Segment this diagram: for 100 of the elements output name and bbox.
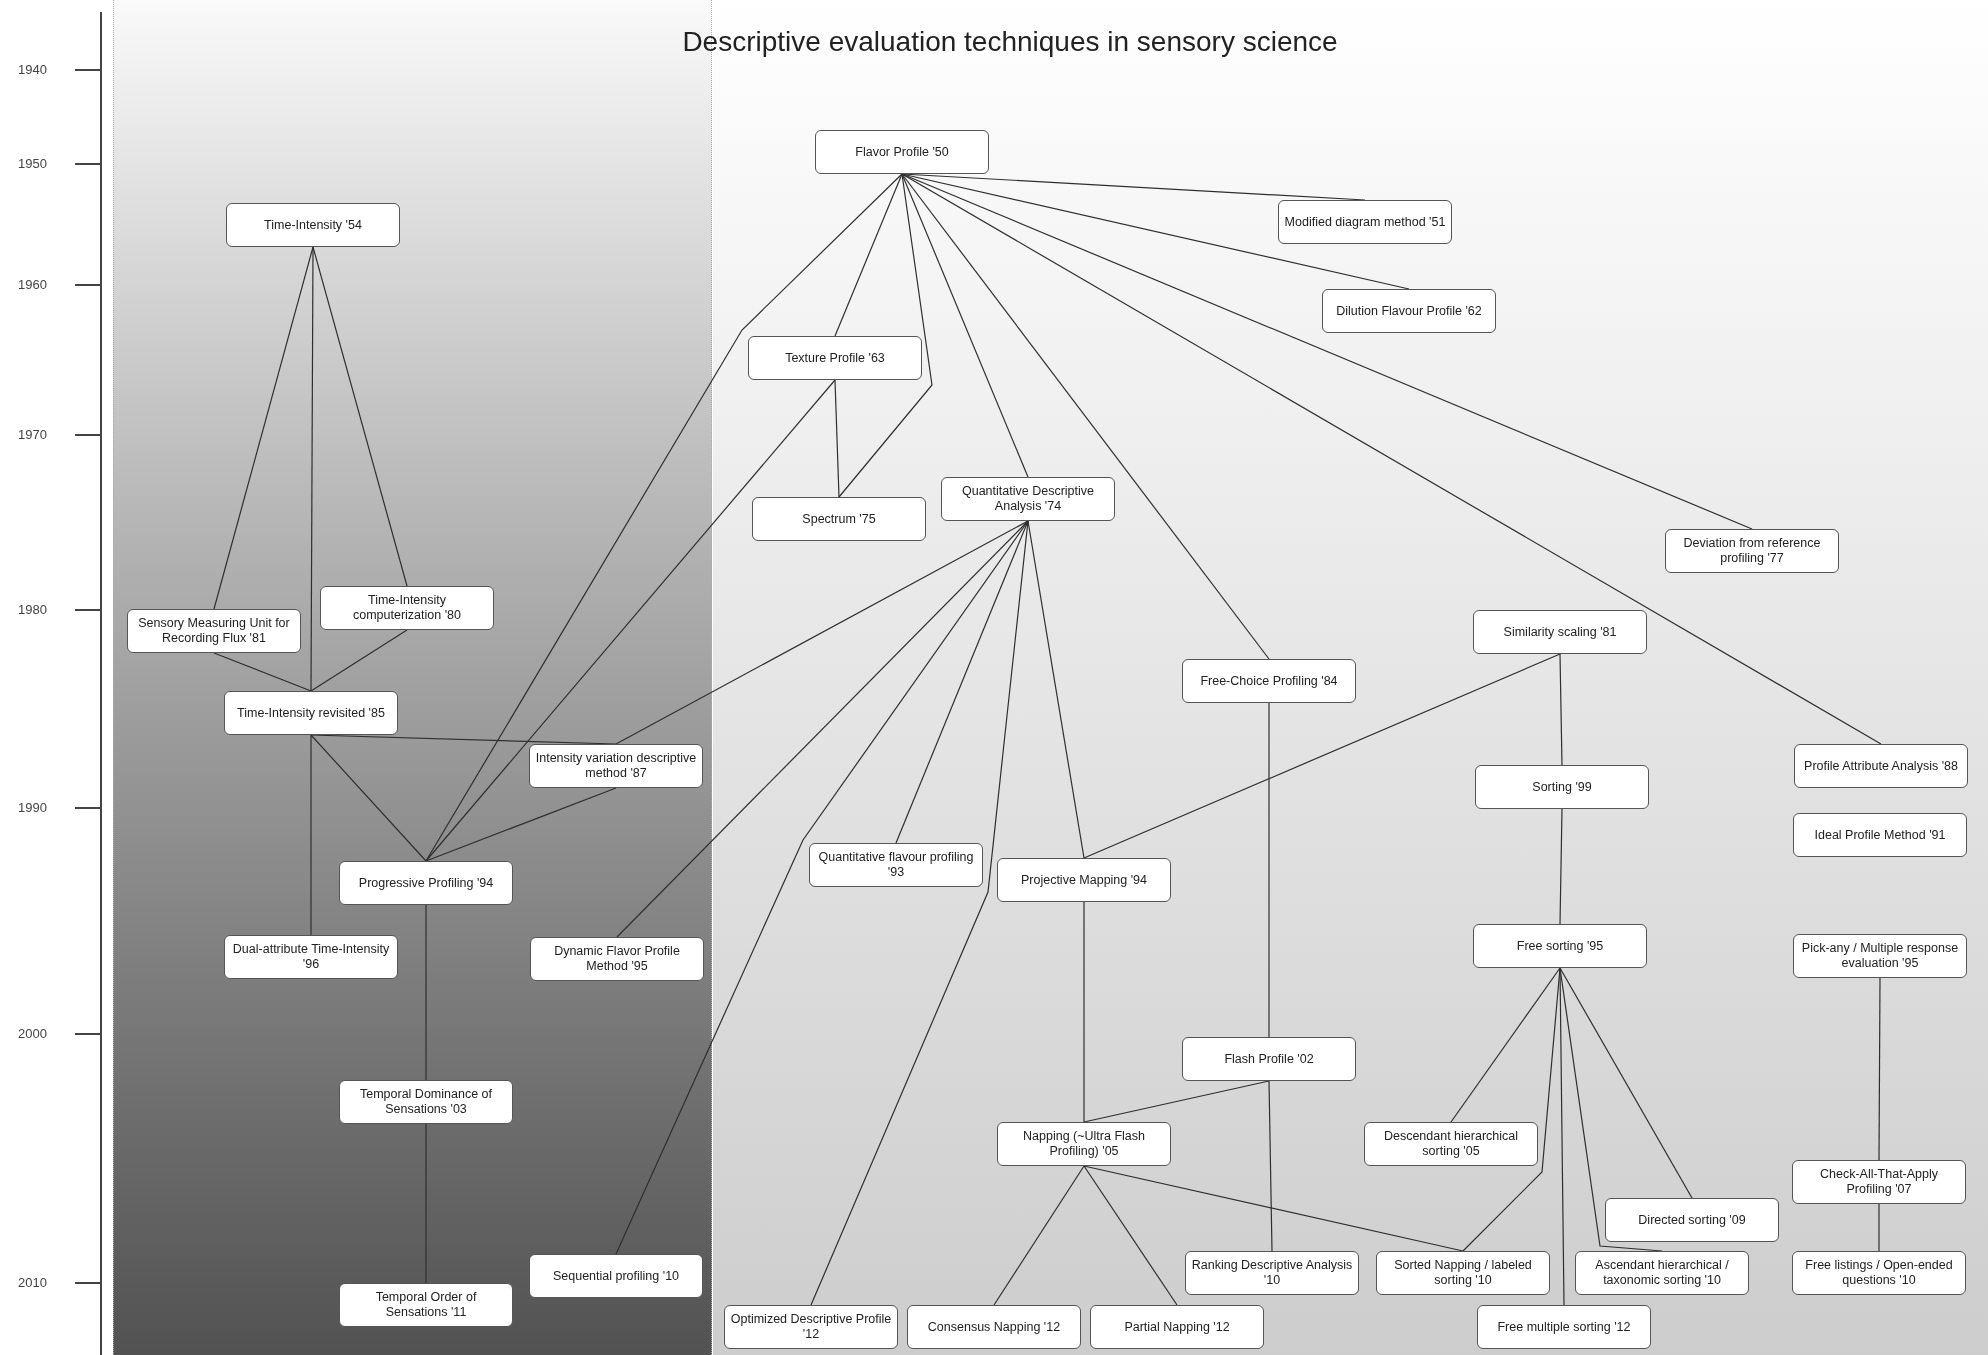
method-box [748,336,922,380]
method-label: Check-All-That-Apply Profiling '07 [1818,1167,1940,1197]
method-box [1278,200,1452,244]
method-label: Partial Napping '12 [1124,1319,1230,1335]
connector-line [213,652,312,692]
method-label: Descendant hierarchical sorting '05 [1382,1129,1520,1159]
year-label: 1980 [18,603,47,616]
connector-line [834,173,903,337]
method-label: Temporal Dominance of Sensations '03 [359,1087,493,1117]
connector-line [1878,1203,1880,1252]
method-label: Time-Intensity '54 [264,217,362,233]
method-box [339,861,513,905]
connector-line [1083,1080,1270,1123]
method-box [1376,1251,1550,1295]
method-label: Spectrum '75 [802,511,876,527]
connector-line [615,520,1029,745]
method-box [1322,289,1496,333]
method-label: Ranking Descriptive Analysis '10 [1190,1258,1354,1288]
method-box [1793,813,1967,857]
connector-line [1083,653,1561,859]
connector-line [1083,1165,1464,1252]
method-box [339,1080,513,1124]
method-box [1792,1251,1966,1295]
connector-line [1450,967,1561,1123]
connector-line [310,734,312,936]
method-box [997,858,1171,902]
connector-line [993,1165,1085,1306]
connector-line [425,1123,427,1284]
connector-line [1559,967,1565,1306]
method-box [1182,1037,1356,1081]
method-label: Napping (~Ultra Flash Profiling) '05 [1022,1129,1146,1159]
method-box [1793,934,1967,978]
method-box [1090,1305,1264,1349]
method-label: Quantitative Descriptive Analysis '74 [961,484,1095,514]
method-box [1473,924,1647,968]
method-box [1475,765,1649,809]
method-label: Flash Profile '02 [1224,1051,1314,1067]
method-box [1473,610,1647,654]
method-box [815,130,989,174]
method-box [724,1305,898,1349]
year-label: 1990 [18,801,47,814]
method-box [941,477,1115,521]
method-label: Sensory Measuring Unit for Recording Flux '81 [137,616,291,646]
method-label: Texture Profile '63 [785,350,885,366]
method-label: Consensus Napping '12 [927,1319,1061,1335]
year-label: 1950 [18,157,47,170]
method-box [809,843,983,887]
connector-line [425,787,617,862]
method-label: Modified diagram method '51 [1284,214,1446,230]
connector-line [1559,808,1563,925]
connector-line [310,246,314,692]
method-label: Ascendant hierarchical / taxonomic sorting '10 [1594,1258,1730,1288]
connector-line [1268,702,1270,1038]
connector-line [901,173,1882,745]
connector-line [901,173,1270,660]
connector-line [810,520,1029,1306]
year-label: 1940 [18,63,47,76]
connector-line [834,379,840,498]
method-box [224,691,398,735]
method-label: Time-Intensity computerization '80 [352,593,462,623]
connector-line [310,734,427,862]
method-box [529,744,703,788]
connector-line [1559,653,1563,766]
diagram-title: Descriptive evaluation techniques in sensory science [681,25,1339,59]
method-label: Sorted Napping / labeled sorting '10 [1393,1258,1533,1288]
connector-line [901,173,1029,478]
method-label: Free listings / Open-ended questions '10 [1804,1258,1954,1288]
method-box [529,1254,703,1298]
connector-line [838,173,933,498]
method-label: Optimized Descriptive Profile '12 [729,1312,893,1342]
method-label: Free-Choice Profiling '84 [1200,673,1338,689]
method-label: Time-Intensity revisited '85 [237,705,385,721]
method-box [1185,1251,1359,1295]
method-label: Temporal Order of Sensations '11 [374,1290,478,1320]
connector-line [1878,977,1881,1161]
year-label: 2000 [18,1027,47,1040]
method-box [1794,744,1968,788]
method-box [226,203,400,247]
year-label: 2010 [18,1276,47,1289]
method-box [530,937,704,981]
method-label: Profile Attribute Analysis '88 [1804,758,1958,774]
method-label: Ideal Profile Method '91 [1814,827,1946,843]
connector-line [425,379,836,862]
method-label: Dynamic Flavor Profile Method '95 [553,944,681,974]
method-box [1665,529,1839,573]
connector-line [1268,1080,1273,1252]
method-box [127,609,301,653]
method-label: Deviation from reference profiling '77 [1682,536,1822,566]
method-label: Similarity scaling '81 [1503,624,1617,640]
method-label: Pick-any / Multiple response evaluation '95 [1800,941,1960,971]
method-box [339,1283,513,1327]
method-label: Dual-attribute Time-Intensity '96 [231,942,391,972]
connector-line [310,629,408,692]
connector-line [1083,901,1085,1123]
method-label: Quantitative flavour profiling '93 [817,850,975,880]
method-box [1182,659,1356,703]
year-label: 1970 [18,428,47,441]
method-label: Directed sorting '09 [1638,1212,1746,1228]
method-label: Projective Mapping '94 [1020,872,1148,888]
method-label: Dilution Flavour Profile '62 [1336,303,1482,319]
